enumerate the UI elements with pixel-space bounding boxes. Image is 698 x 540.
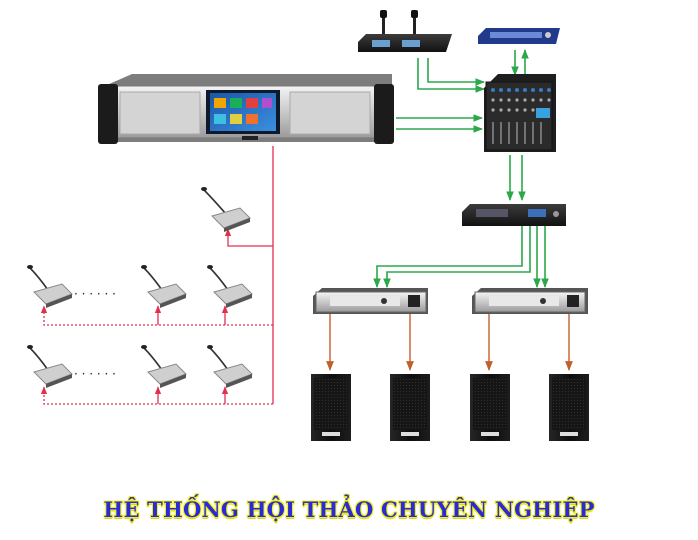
delegate-mic-row1-1 — [27, 265, 73, 308]
speaker-2 — [390, 374, 430, 441]
mic-row1-ellipsis: · · · · · · — [74, 287, 116, 301]
delegate-mic-row2-3 — [207, 345, 253, 388]
mic-row2-ellipsis: · · · · · · — [74, 367, 116, 381]
speaker-3 — [470, 374, 510, 441]
speaker-1 — [311, 374, 351, 441]
audio-processor — [462, 204, 566, 226]
audio-signal-lines — [373, 49, 549, 288]
delegate-mic-row2-2 — [141, 345, 187, 388]
delegate-mic-row1-2 — [141, 265, 187, 308]
delegate-mic-top — [201, 187, 251, 232]
control-lines — [40, 146, 274, 405]
speaker-lines — [326, 313, 573, 371]
feedback-suppressor — [478, 28, 560, 44]
power-amplifier-2 — [472, 288, 588, 314]
speaker-4 — [549, 374, 589, 441]
delegate-mic-row2-1 — [27, 345, 73, 388]
conference-central-unit — [98, 74, 394, 144]
wireless-microphone-receiver — [358, 10, 452, 52]
delegate-mic-row1-3 — [207, 265, 253, 308]
audio-mixer — [484, 74, 556, 152]
power-amplifier-1 — [313, 288, 428, 314]
diagram-caption: HỆ THỐNG HỘI THẢO CHUYÊN NGHIỆP — [103, 497, 595, 522]
